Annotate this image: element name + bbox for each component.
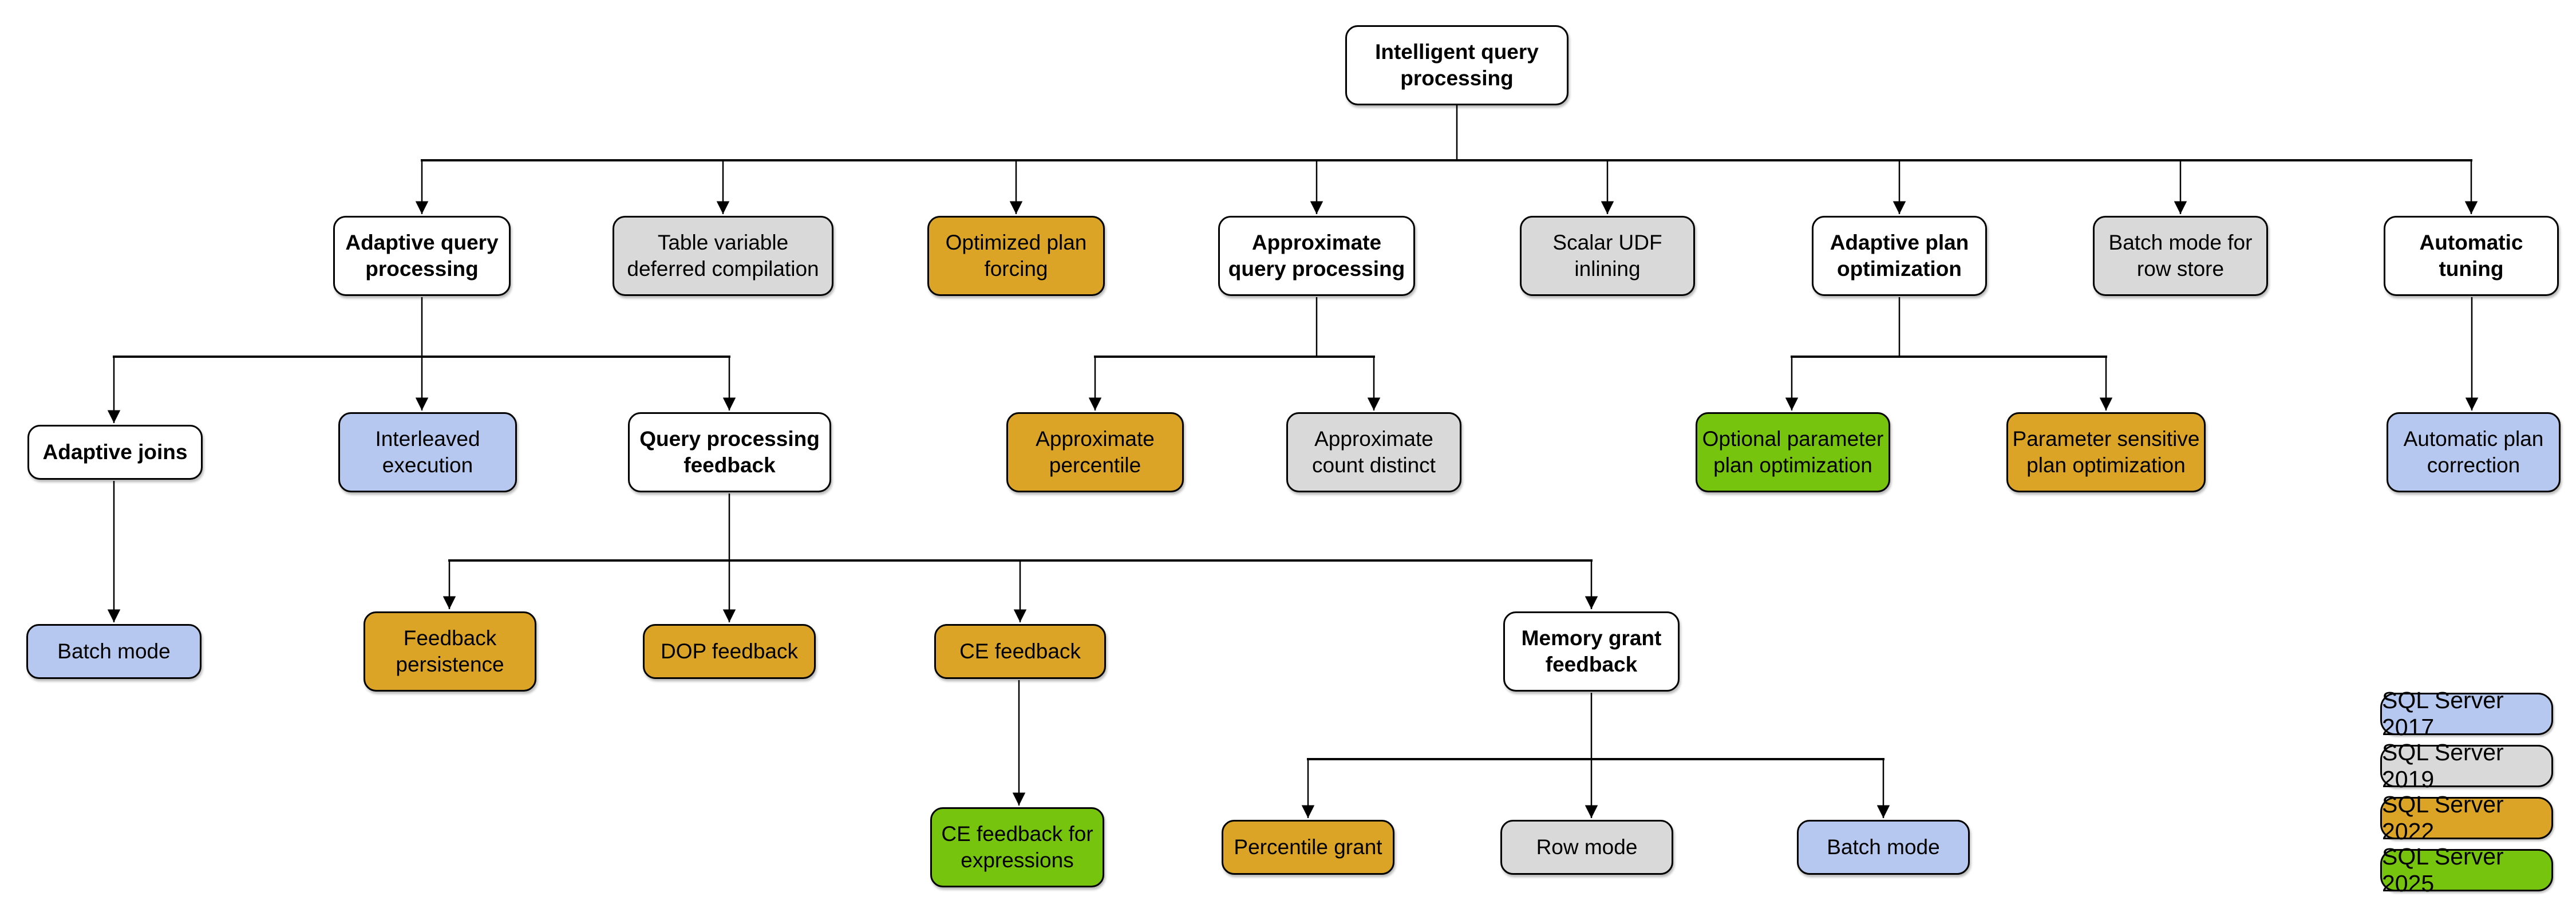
legend-sql-server-2025: SQL Server 2025 (2380, 843, 2553, 897)
legend-sql-server-2022: SQL Server 2022 (2380, 791, 2553, 844)
node-table-variable-deferred-compilation: Table variable deferred compilation (613, 216, 833, 296)
node-memory-grant-feedback: Memory grant feedback (1503, 611, 1680, 692)
node-batch-mode-memory-grant: Batch mode (1797, 820, 1970, 875)
node-dop-feedback: DOP feedback (643, 624, 816, 679)
node-approximate-query-processing: Approximate query processing (1218, 216, 1415, 296)
node-automatic-tuning: Automatic tuning (2384, 216, 2559, 296)
node-approximate-count-distinct: Approximate count distinct (1286, 412, 1461, 492)
node-ce-feedback: CE feedback (934, 624, 1106, 679)
node-intelligent-query-processing: Intelligent query processing (1345, 25, 1568, 105)
legend-sql-server-2019: SQL Server 2019 (2380, 739, 2553, 792)
node-row-mode: Row mode (1500, 820, 1673, 875)
node-query-processing-feedback: Query processing feedback (628, 412, 831, 492)
node-scalar-udf-inlining: Scalar UDF inlining (1520, 216, 1695, 296)
node-parameter-sensitive-plan-optimization: Parameter sensitive plan optimization (2006, 412, 2206, 492)
node-interleaved-execution: Interleaved execution (338, 412, 517, 492)
node-batch-mode-adaptive-joins: Batch mode (26, 624, 202, 679)
node-adaptive-plan-optimization: Adaptive plan optimization (1812, 216, 1987, 296)
node-adaptive-query-processing: Adaptive query processing (333, 216, 511, 296)
node-feedback-persistence: Feedback persistence (364, 611, 536, 692)
node-batch-mode-for-row-store: Batch mode for row store (2093, 216, 2268, 296)
node-ce-feedback-for-expressions: CE feedback for expressions (930, 807, 1104, 887)
node-percentile-grant: Percentile grant (1222, 820, 1394, 875)
node-automatic-plan-correction: Automatic plan correction (2387, 412, 2561, 492)
legend-sql-server-2017: SQL Server 2017 (2380, 687, 2553, 740)
node-optional-parameter-plan-optimization: Optional parameter plan optimization (1696, 412, 1890, 492)
node-approximate-percentile: Approximate percentile (1006, 412, 1184, 492)
node-optimized-plan-forcing: Optimized plan forcing (927, 216, 1105, 296)
node-adaptive-joins: Adaptive joins (27, 425, 203, 480)
